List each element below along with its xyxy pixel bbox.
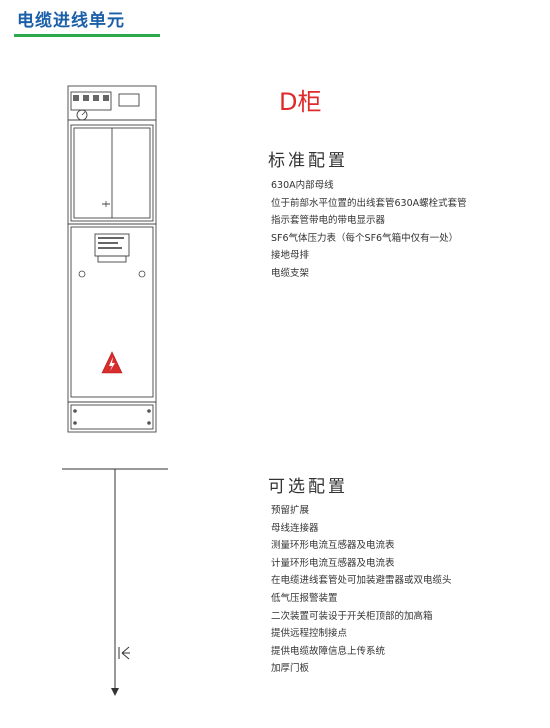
config-item: 提供电缆故障信息上传系统 [271,645,386,657]
header-underline [14,34,160,37]
gauge-icon [76,109,88,121]
optional-config-title: 可选配置 [268,477,348,497]
bolt-icon [78,270,146,278]
standard-config-title: 标准配置 [268,151,348,171]
cabinet-drawing [67,85,157,433]
config-item: 接地母排 [271,250,310,262]
cable-terminal-arrow-icon [111,688,119,696]
config-item: 630A内部母线 [271,180,334,191]
page-header-title: 电缆进线单元 [17,11,125,31]
config-item: 位于前部水平位置的出线套管630A螺栓式套管 [271,197,467,209]
config-item: 加厚门板 [271,663,310,675]
config-item: SF6气体压力表（每个SF6气箱中仅有一处） [271,232,459,244]
base-bolts [73,409,151,425]
config-item: 二次装置可装设于开关柜顶部的加高箱 [271,610,433,622]
single-line-diagram [62,468,168,696]
high-voltage-warning-icon [101,351,123,374]
config-item: 指示套管带电的带电显示器 [271,215,386,227]
config-item: 在电缆进线套管处可加装避雷器或双电缆头 [271,575,452,587]
config-item: 测量环形电流互感器及电流表 [271,540,395,552]
config-item: 预留扩展 [271,505,310,516]
cabinet-title: D柜 [279,88,322,116]
config-item: 计量环形电流互感器及电流表 [271,557,395,569]
config-item: 母线连接器 [271,522,319,534]
standard-config-list: 630A内部母线位于前部水平位置的出线套管630A螺栓式套管指示套管带电的带电显… [271,177,467,283]
door-handle-icon [102,201,110,207]
config-item: 电缆支架 [271,267,310,279]
optional-config-list: 预留扩展母线连接器测量环形电流互感器及电流表计量环形电流互感器及电流表在电缆进线… [271,502,452,678]
config-item: 低气压报警装置 [271,592,338,604]
config-item: 提供远程控制接点 [271,628,348,640]
